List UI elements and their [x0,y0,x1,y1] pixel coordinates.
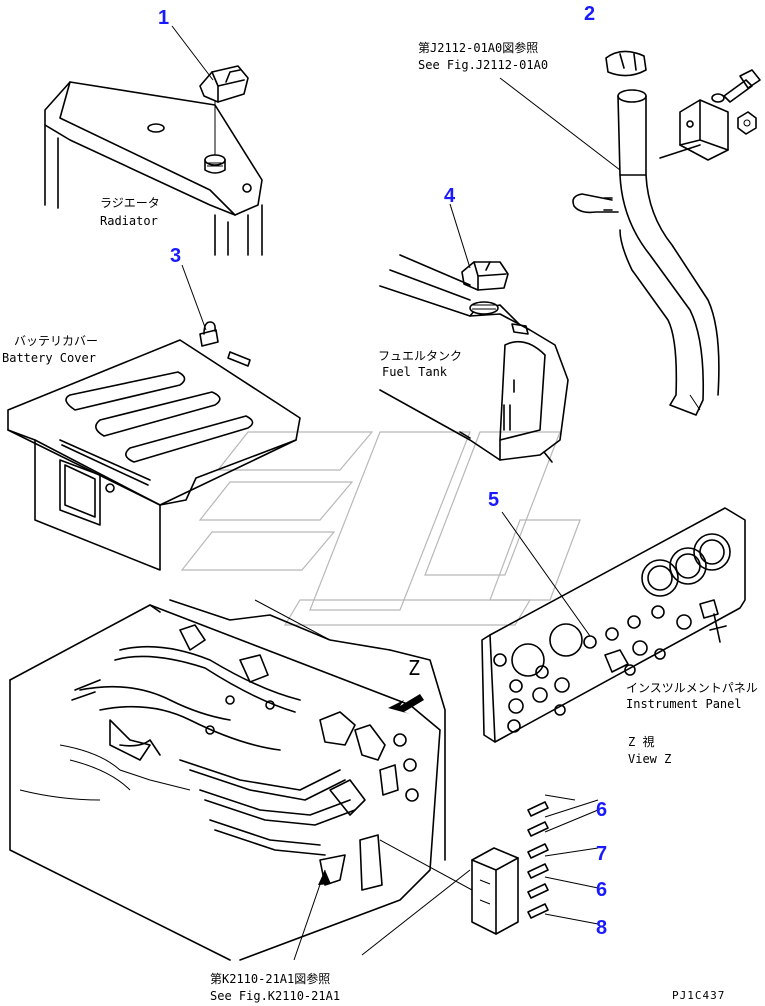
panel-label-jp: インスツルメントパネル [626,681,758,695]
view-label-en: View Z [628,752,671,766]
radiator [44,81,263,256]
callout-2: 2 [584,3,595,25]
u-bolt [572,193,619,214]
fuel-cap [461,261,509,291]
fuse-set [527,801,549,919]
reference-2-jp: 第K2110-21A1図参照 [210,971,330,986]
panel-label-en: Instrument Panel [626,697,742,711]
leader-lines [171,25,621,961]
battery-cover [7,339,301,571]
relay-box [471,847,519,935]
callout-1: 1 [158,7,169,29]
callout-6a: 6 [596,799,607,821]
reference-1-en: See Fig.J2112-01A0 [418,58,548,72]
battery-label-jp: バッテリカバー [14,334,98,348]
fuel-label-en: Fuel Tank [382,365,448,379]
radiator-label-jp: ラジエータ [100,196,160,210]
z-marker: Z [408,656,420,680]
radiator-cap [199,65,249,155]
callout-7: 7 [596,843,607,865]
fuel-tank [379,254,569,463]
engine-compartment [9,599,446,961]
filler-pipe [617,89,720,416]
pipe-bracket [659,99,729,161]
bolt-nut-washer [711,69,761,135]
radiator-label-en: Radiator [100,214,158,228]
callout-6b: 6 [596,879,607,901]
reference-1-jp: 第J2112-01A0図参照 [418,40,538,55]
cover-lock [199,321,219,347]
callout-3: 3 [170,245,181,267]
callout-5: 5 [488,489,499,511]
fuel-label-jp: フュエルタンク [378,349,462,363]
filler-cap [605,50,647,77]
battery-label-en: Battery Cover [2,351,96,365]
reference-2-en: See Fig.K2110-21A1 [210,989,340,1003]
view-z-arrow [388,694,424,714]
callout-4: 4 [444,185,456,207]
drawing-code: PJ1C437 [672,989,725,1002]
view-label-jp: Z 視 [628,734,654,749]
callout-8: 8 [596,917,607,939]
